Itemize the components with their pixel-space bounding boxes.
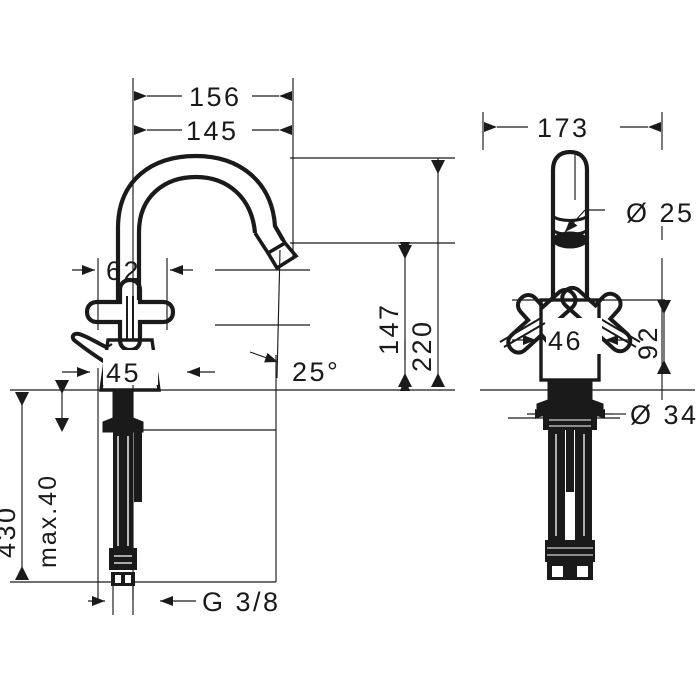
side-spout [550,149,590,300]
dim-max40-arrow-up [55,380,69,394]
dim-label-430: 430 [0,505,21,558]
dim-label-diameter-25: Ø 25 [626,198,695,228]
spout-body [115,153,285,300]
dim-label-220: 220 [407,319,437,372]
dim-92-arrow-down [657,360,671,374]
dim-220-arrow-down [431,373,445,387]
side-shanks [536,379,604,580]
dim-label-156: 156 [189,82,242,112]
dim-label-62: 62 [106,256,141,286]
front-view-witness-lines [10,78,455,600]
dim-label-max40: max.40 [34,474,62,568]
spout-outlet [253,225,299,271]
dim-label-173: 173 [537,113,590,143]
dim-g38 [88,575,196,615]
dim-label-45: 45 [106,358,141,388]
dim-label-d25-mask [625,192,700,226]
dim-147-arrow-up [398,245,412,259]
dim-147-arrow-down [398,373,412,387]
dim-label-25-degree: 25° [292,357,340,387]
dim-label-145: 145 [186,116,239,146]
dim-label-147: 147 [374,302,404,355]
side-spout-bands [551,214,589,249]
dim-25-degree [249,249,281,379]
dim-label-46: 46 [548,326,583,356]
dim-92-arrow-up [657,300,671,314]
dim-label-46-mask [546,318,602,354]
dim-430-arrow-up [15,392,29,406]
dim-220-arrow-up [431,160,445,174]
dim-label-45-mask [103,350,158,385]
dim-430-arrow-down [15,566,29,580]
dim-label-diameter-34: Ø 34 [630,400,699,430]
front-side-lever [70,331,109,364]
front-shank [102,389,144,586]
dim-label-92: 92 [633,325,663,360]
dim-label-g38: G 3/8 [202,587,281,617]
dim-max40-arrow-down [55,418,69,432]
